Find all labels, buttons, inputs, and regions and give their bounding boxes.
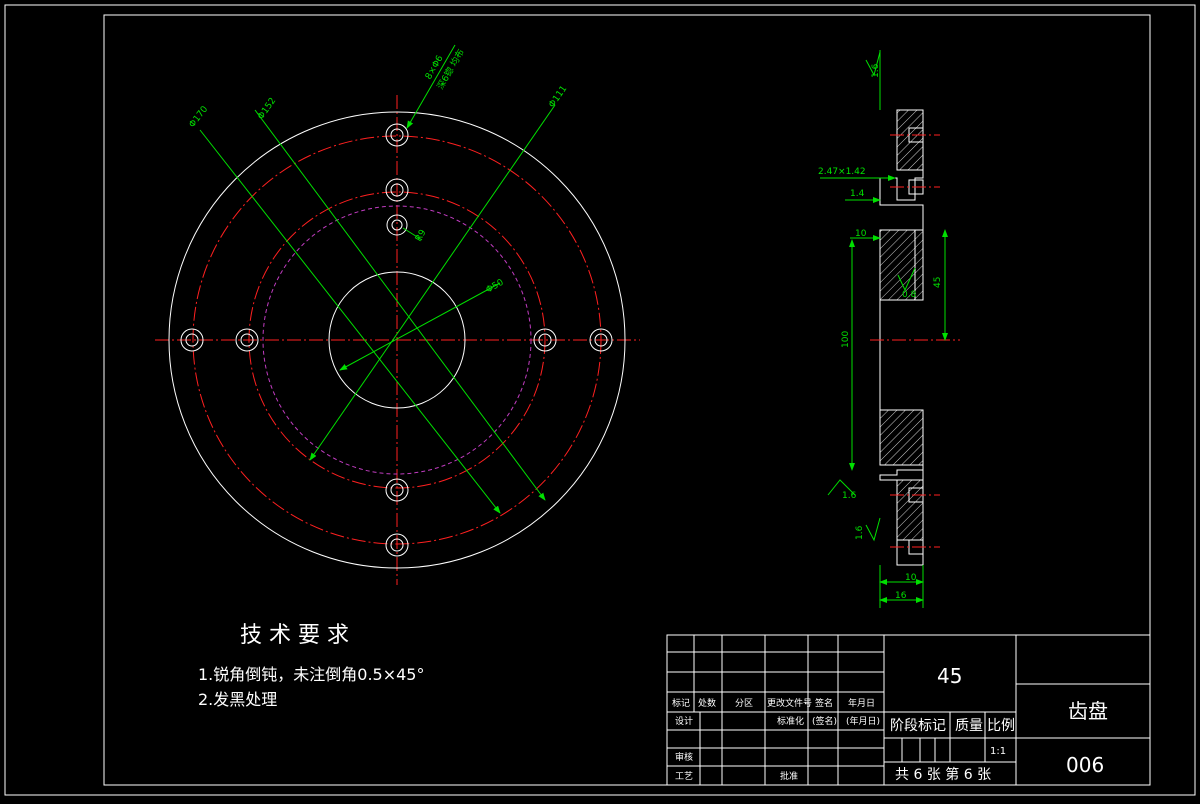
tb-material: 45 xyxy=(937,664,962,688)
dim-leader-r9 xyxy=(402,227,423,241)
hole-top-inner xyxy=(385,178,409,202)
tb-label-standard: 标准化 xyxy=(777,715,804,727)
roughness-text-bottom: 1.6 xyxy=(855,525,865,540)
hatch-bottom xyxy=(896,479,924,541)
tb-label-review: 审核 xyxy=(675,751,693,763)
dim-leader-holes xyxy=(406,44,456,129)
roughness-text-mid: 1.6 xyxy=(842,491,857,501)
tb-sheets: 共 6 张 第 6 张 xyxy=(895,766,991,783)
tb-label-date2: (年月日) xyxy=(846,715,880,727)
tb-part-name: 齿盘 xyxy=(1068,699,1108,723)
title-block-frame xyxy=(666,634,1151,786)
tb-label-count: 处数 xyxy=(698,697,716,709)
tb-label-sign: 签名 xyxy=(815,697,833,709)
roughness-symbol-top xyxy=(865,51,881,77)
roughness-symbol-bottom xyxy=(865,517,881,542)
dim-text-100: 100 xyxy=(841,331,851,348)
dim-text-d170: Φ170 xyxy=(187,104,210,129)
dim-line-d170 xyxy=(199,129,501,514)
dim-text-45: 45 xyxy=(933,277,943,288)
hatch-top xyxy=(896,109,924,171)
dim-text-r9: R9 xyxy=(414,228,429,244)
dim-text-1-4: 1.4 xyxy=(850,189,865,199)
dim-text-d152: Φ152 xyxy=(256,96,278,122)
tech-req-title: 技 术 要 求 xyxy=(240,623,349,648)
dim-text-16: 16 xyxy=(895,591,907,601)
hatch-upper-mid xyxy=(879,229,924,301)
tb-scale-label: 比例 xyxy=(987,718,1015,734)
tb-label-zone: 分区 xyxy=(735,698,753,709)
hole-right-inner xyxy=(533,328,557,352)
tb-label-date: 年月日 xyxy=(848,697,875,709)
inner-pcd-circle xyxy=(248,191,546,489)
front-view: Φ170 Φ152 Φ111 Φ50 R9 8×Φ6 深6锪 均布 xyxy=(155,44,640,585)
dim-text-d111: Φ111 xyxy=(547,84,569,110)
hole-bottom-inner xyxy=(385,478,409,502)
hole-r9 xyxy=(386,214,408,236)
roughness-symbol-lower xyxy=(827,479,856,496)
tb-weight: 质量 xyxy=(955,718,983,734)
dim-line-d50 xyxy=(339,282,501,371)
tb-label-approve: 批准 xyxy=(780,770,798,782)
dim-line-d111 xyxy=(309,104,556,461)
tb-label-change-doc: 更改文件号 xyxy=(767,697,812,709)
tb-scale-value: 1:1 xyxy=(990,746,1006,757)
dim-line-d152 xyxy=(254,109,546,501)
dashed-circle-d111 xyxy=(262,205,532,475)
dim-text-d50: Φ50 xyxy=(485,278,506,296)
dim-text-10-bot: 10 xyxy=(905,573,917,583)
title-block: 标记 处数 分区 更改文件号 签名 年月日 设计 标准化 (签名) (年月日) … xyxy=(666,634,1151,786)
inner-frame xyxy=(103,14,1151,786)
dim-text-10-top: 10 xyxy=(855,229,867,239)
roughness-symbol-mid xyxy=(897,267,916,292)
side-view: 2.47×1.42 1.4 10 100 45 0.8 1.6 1.6 1.6 … xyxy=(818,50,960,608)
tech-req-item-2: 2.发黑处理 xyxy=(198,690,277,709)
tb-label-sign2: (签名) xyxy=(812,715,837,727)
hole-left-inner xyxy=(235,328,259,352)
roughness-text-top: 1.6 xyxy=(871,63,881,78)
tb-stage-mark: 阶段标记 xyxy=(890,718,946,734)
outer-circle-d170 xyxy=(168,111,626,569)
tb-label-process: 工艺 xyxy=(675,771,693,782)
bore-circle-d50 xyxy=(328,271,466,409)
tb-drawing-no: 006 xyxy=(1066,753,1104,777)
tb-label-design: 设计 xyxy=(675,715,693,727)
hatch-lower-mid xyxy=(879,409,924,466)
tb-label-mark: 标记 xyxy=(672,697,690,709)
hole-bottom-outer xyxy=(385,533,409,557)
hole-pcd-circle xyxy=(192,135,602,545)
technical-requirements: 技 术 要 求 1.锐角倒钝，未注倒角0.5×45° 2.发黑处理 xyxy=(198,623,424,709)
hole-left-outer xyxy=(180,328,204,352)
dim-text-0-8: 0.8 xyxy=(902,290,917,300)
tech-req-item-1: 1.锐角倒钝，未注倒角0.5×45° xyxy=(198,665,424,684)
dim-text-chamfer: 2.47×1.42 xyxy=(818,167,866,177)
hole-right-outer xyxy=(589,328,613,352)
outer-border xyxy=(4,4,1196,796)
hole-top-outer xyxy=(385,123,409,147)
